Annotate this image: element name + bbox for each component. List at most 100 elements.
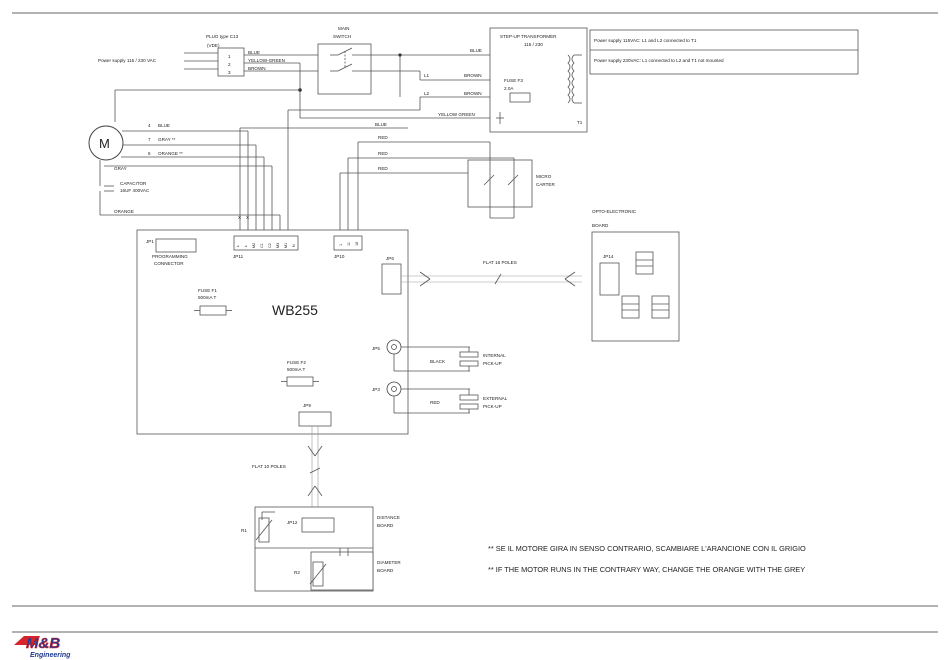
fuse1-symbol bbox=[199, 305, 227, 316]
jp11-pin-2: L bbox=[244, 245, 248, 247]
plug-label: PLUG type C13 bbox=[206, 34, 239, 39]
transformer-t1-label: T1 bbox=[577, 120, 583, 125]
external-pickup-label-1: EXTERNAL bbox=[483, 396, 508, 401]
jp10-pin-3: 16 bbox=[355, 242, 359, 246]
plug-body bbox=[217, 47, 245, 77]
motor-blue-label: BLUE bbox=[158, 123, 170, 128]
jp3-label: JP3 bbox=[372, 387, 380, 392]
micro-carter: RED RED RED MICRO CARTER bbox=[339, 135, 555, 236]
transformer-l1-label: L1 bbox=[424, 73, 430, 78]
fuse2-label: FUSE F2 bbox=[287, 360, 306, 365]
jp5-connector bbox=[386, 339, 402, 355]
wire-brown-label: BROWN bbox=[248, 66, 266, 71]
jp10-connector bbox=[333, 235, 363, 251]
transformer-title: STEP-UP TRANSFORMER bbox=[500, 34, 557, 39]
jp12-label: JP12 bbox=[287, 520, 298, 525]
capacitor-value: 16UF 400VAC bbox=[120, 188, 150, 193]
jp1-connector bbox=[155, 238, 197, 253]
opto-board: OPTO-ELECTRONIC BOARD JP14 bbox=[591, 209, 680, 342]
main-board-wb255: JP1 PROGRAMMING CONNECTOR JP11 X X L L M… bbox=[136, 215, 409, 435]
red-label-3: RED bbox=[378, 166, 388, 171]
distance-label-1: DISTANCE bbox=[377, 515, 400, 520]
internal-pickup-label-2: PICK-UP bbox=[483, 361, 502, 366]
board-title: WB255 bbox=[272, 302, 318, 318]
jp11-pin-3: M2 bbox=[252, 243, 256, 248]
jp6-connector bbox=[381, 263, 402, 295]
main-switch: MAIN SWITCH bbox=[317, 26, 372, 95]
power-supply-label: Power supply 115 / 230 VAC bbox=[98, 58, 157, 63]
fuse1-label: FUSE F1 bbox=[198, 288, 217, 293]
motor-orange-bottom-label: ORANGE bbox=[114, 209, 134, 214]
jp1-label: JP1 bbox=[146, 239, 154, 244]
jp5-label: JP5 bbox=[372, 346, 380, 351]
jp9-label: JP9 bbox=[303, 403, 311, 408]
motor-gray-bottom-label: GRAY bbox=[114, 166, 127, 171]
opto-sensor-2 bbox=[621, 295, 640, 319]
transformer-l2-label: L2 bbox=[424, 91, 430, 96]
flat-10-cable: FLAT 10 POLES bbox=[252, 426, 323, 518]
transformer-yellow-green-label: YELLOW GREEN bbox=[438, 112, 475, 117]
opto-sensor-3 bbox=[651, 295, 670, 319]
note-italian: ** SE IL MOTORE GIRA IN SENSO CONTRARIO,… bbox=[488, 544, 806, 553]
motor: M 4 BLUE 7 GRAY ** 6 ORANGE ** GRAY CAPA… bbox=[88, 89, 300, 230]
jp10-pin-2: 11 bbox=[347, 242, 351, 246]
jp14-label: JP14 bbox=[603, 254, 614, 259]
programming-label-2: CONNECTOR bbox=[154, 261, 184, 266]
opto-label-2: BOARD bbox=[592, 223, 609, 228]
transformer-ratio: 115 / 230 bbox=[524, 42, 543, 47]
plug-pin-2: 2 bbox=[228, 62, 231, 67]
jp9-connector bbox=[298, 411, 332, 427]
jp6-label: JP6 bbox=[386, 256, 394, 261]
transformer-blue-label: BLUE bbox=[470, 48, 482, 53]
pickups: BLACK INTERNAL PICK-UP RED EXTERNAL PICK… bbox=[393, 346, 508, 414]
distance-label-2: BOARD bbox=[377, 523, 394, 528]
motor-pin-7: 7 bbox=[148, 137, 151, 142]
motor-orange-label: ORANGE ** bbox=[158, 151, 183, 156]
jp11-pin-5: C2 bbox=[268, 243, 272, 248]
power-note-115: Power supply 115VAC: L1 and L2 connected… bbox=[594, 38, 697, 43]
jp3-connector bbox=[386, 381, 402, 397]
jp12-connector bbox=[301, 517, 335, 533]
programming-label-1: PROGRAMMING bbox=[152, 254, 188, 259]
jp11-mark-1: X bbox=[238, 215, 241, 220]
lower-boards: R1 JP12 DISTANCE BOARD R2 DIAMETER BOARD bbox=[241, 506, 401, 592]
external-pickup-label-2: PICK-UP bbox=[483, 404, 502, 409]
jp11-pin-6: M3 bbox=[276, 243, 280, 248]
jp14-connector bbox=[599, 262, 620, 296]
logo-text: M&B bbox=[26, 635, 60, 652]
pickup-red-label: RED bbox=[430, 400, 440, 405]
logo-swoosh bbox=[14, 636, 40, 645]
switch-label-2: SWITCH bbox=[333, 34, 351, 39]
wire-yellow-green-label: YELLOW-GREEN bbox=[248, 58, 285, 63]
fuse3-symbol bbox=[509, 92, 531, 103]
plug-sub-label: (VDE) bbox=[207, 43, 220, 48]
transformer-coil-primary bbox=[567, 54, 571, 104]
opto-label-1: OPTO-ELECTRONIC bbox=[592, 209, 637, 214]
plug-pin-1: 1 bbox=[228, 54, 231, 59]
step-up-transformer: STEP-UP TRANSFORMER 115 / 230 BLUE L1 BR… bbox=[424, 27, 588, 133]
power-plug: Power supply 115 / 230 VAC PLUG type C13… bbox=[98, 34, 330, 77]
flat-16-cable: FLAT 16 POLES bbox=[401, 260, 582, 287]
transformer-box bbox=[489, 27, 588, 133]
fuse2-value: 500mA T bbox=[287, 367, 305, 372]
r1-label: R1 bbox=[241, 528, 247, 533]
transformer-coil-secondary bbox=[571, 54, 575, 104]
note-english: ** IF THE MOTOR RUNS IN THE CONTRARY WAY… bbox=[488, 565, 805, 574]
capacitor-label: CAPACITOR bbox=[120, 181, 147, 186]
fuse2-symbol bbox=[286, 376, 314, 387]
switch-label-1: MAIN bbox=[338, 26, 349, 31]
motor-letter: M bbox=[99, 136, 110, 151]
jp11-pin-4: C1 bbox=[260, 243, 264, 248]
red-label-1: RED bbox=[378, 135, 388, 140]
junction-dot-2 bbox=[398, 53, 402, 57]
jp11-pin-1: L bbox=[236, 245, 240, 247]
external-pickup-bottom bbox=[459, 403, 479, 410]
jp11-pin-8: N bbox=[292, 244, 296, 247]
wire-blue-label: BLUE bbox=[248, 50, 260, 55]
fuse3-value: 2.0A bbox=[504, 86, 514, 91]
jp11-pin-7: M1 bbox=[284, 243, 288, 248]
jp11-label: JP11 bbox=[233, 254, 244, 259]
jp10-label: JP10 bbox=[334, 254, 345, 259]
micro-carter-box bbox=[467, 159, 533, 208]
motor-pin-4: 4 bbox=[148, 123, 151, 128]
